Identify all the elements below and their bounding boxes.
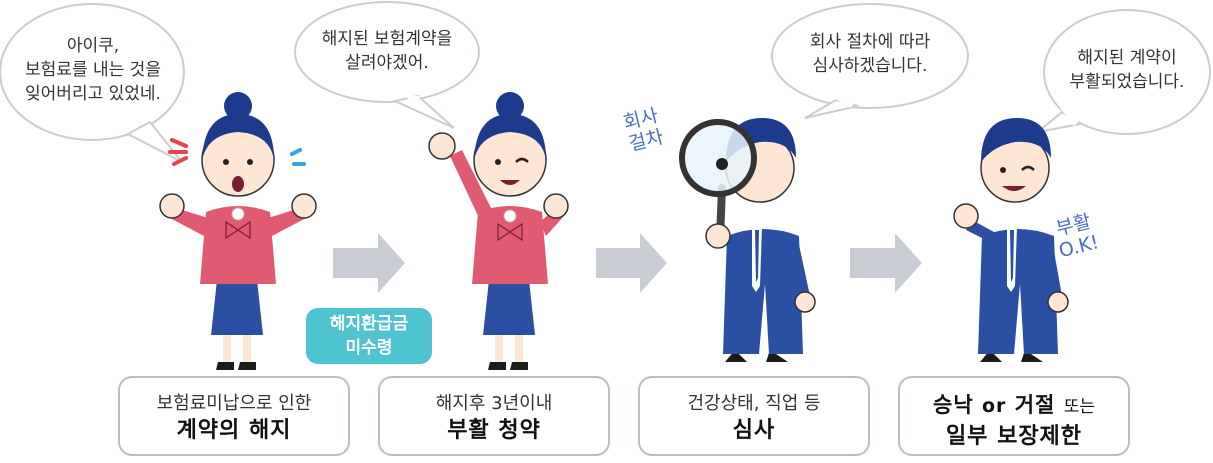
caption-line-1: 보험료미납으로 인한 xyxy=(156,393,312,414)
speech-line: 잊어버리고 있었네. xyxy=(25,84,161,104)
badge-line: 해지환급금 xyxy=(329,314,409,334)
caption-line-1: 건강상태, 직업 등 xyxy=(687,393,821,414)
badge-line: 미수령 xyxy=(345,338,393,358)
speech-line: 아이쿠, xyxy=(66,36,120,56)
caption-line-2: 일부 보장제한 xyxy=(945,424,1083,449)
arrow-3 xyxy=(850,233,922,293)
or-text: or xyxy=(981,395,1007,417)
speech-bubble-1 xyxy=(0,3,185,163)
speech-line: 해지된 보험계약을 xyxy=(321,29,453,49)
speech-line: 심사하겠습니다. xyxy=(812,56,928,76)
woman-surprised xyxy=(159,92,317,370)
caption-line-2: 계약의 해지 xyxy=(176,418,292,443)
arrow-1 xyxy=(333,233,405,293)
speech-line: 해지된 계약이 xyxy=(1077,48,1177,68)
unclaimed-refund-badge: 해지환급금 미수령 xyxy=(306,308,432,364)
caption-step-2: 해지후 3년이내 부활 청약 xyxy=(378,376,610,456)
arrow-2 xyxy=(596,233,667,293)
speech-text-2: 해지된 보험계약을 살려야겠어. xyxy=(312,27,462,75)
caption-line-1: 승낙 or 거절 또는 xyxy=(900,390,1128,422)
man-ok xyxy=(953,118,1069,362)
caption-step-1: 보험료미납으로 인한 계약의 해지 xyxy=(118,376,350,456)
speech-bubble-3 xyxy=(771,3,969,119)
caption-step-4: 승낙 or 거절 또는 일부 보장제한 xyxy=(898,376,1130,456)
rejection-text: 거절 xyxy=(1014,393,1056,417)
speech-bubble-4 xyxy=(1034,9,1211,135)
caption-line-2: 심사 xyxy=(732,418,776,443)
speech-text-1: 아이쿠, 보험료를 내는 것을 잊어버리고 있었네. xyxy=(18,34,168,106)
speech-text-4: 해지된 계약이 부활되었습니다. xyxy=(1052,46,1202,94)
approval-text: 승낙 xyxy=(933,393,974,417)
speech-line: 살려야겠어. xyxy=(345,53,429,73)
speech-bubble-2 xyxy=(294,1,480,129)
caption-step-3: 건강상태, 직업 등 심사 xyxy=(638,376,870,456)
speech-line: 회사 절차에 따라 xyxy=(809,32,931,52)
caption-line-1: 해지후 3년이내 xyxy=(435,393,553,414)
speech-line: 보험료를 내는 것을 xyxy=(25,60,161,80)
man-magnifier xyxy=(679,118,816,362)
speech-text-3: 회사 절차에 따라 심사하겠습니다. xyxy=(795,30,945,78)
woman-determined xyxy=(428,92,569,370)
speech-line: 부활되었습니다. xyxy=(1069,72,1185,92)
or-else-text: 또는 xyxy=(1063,397,1095,417)
caption-line-2: 부활 청약 xyxy=(447,418,541,443)
